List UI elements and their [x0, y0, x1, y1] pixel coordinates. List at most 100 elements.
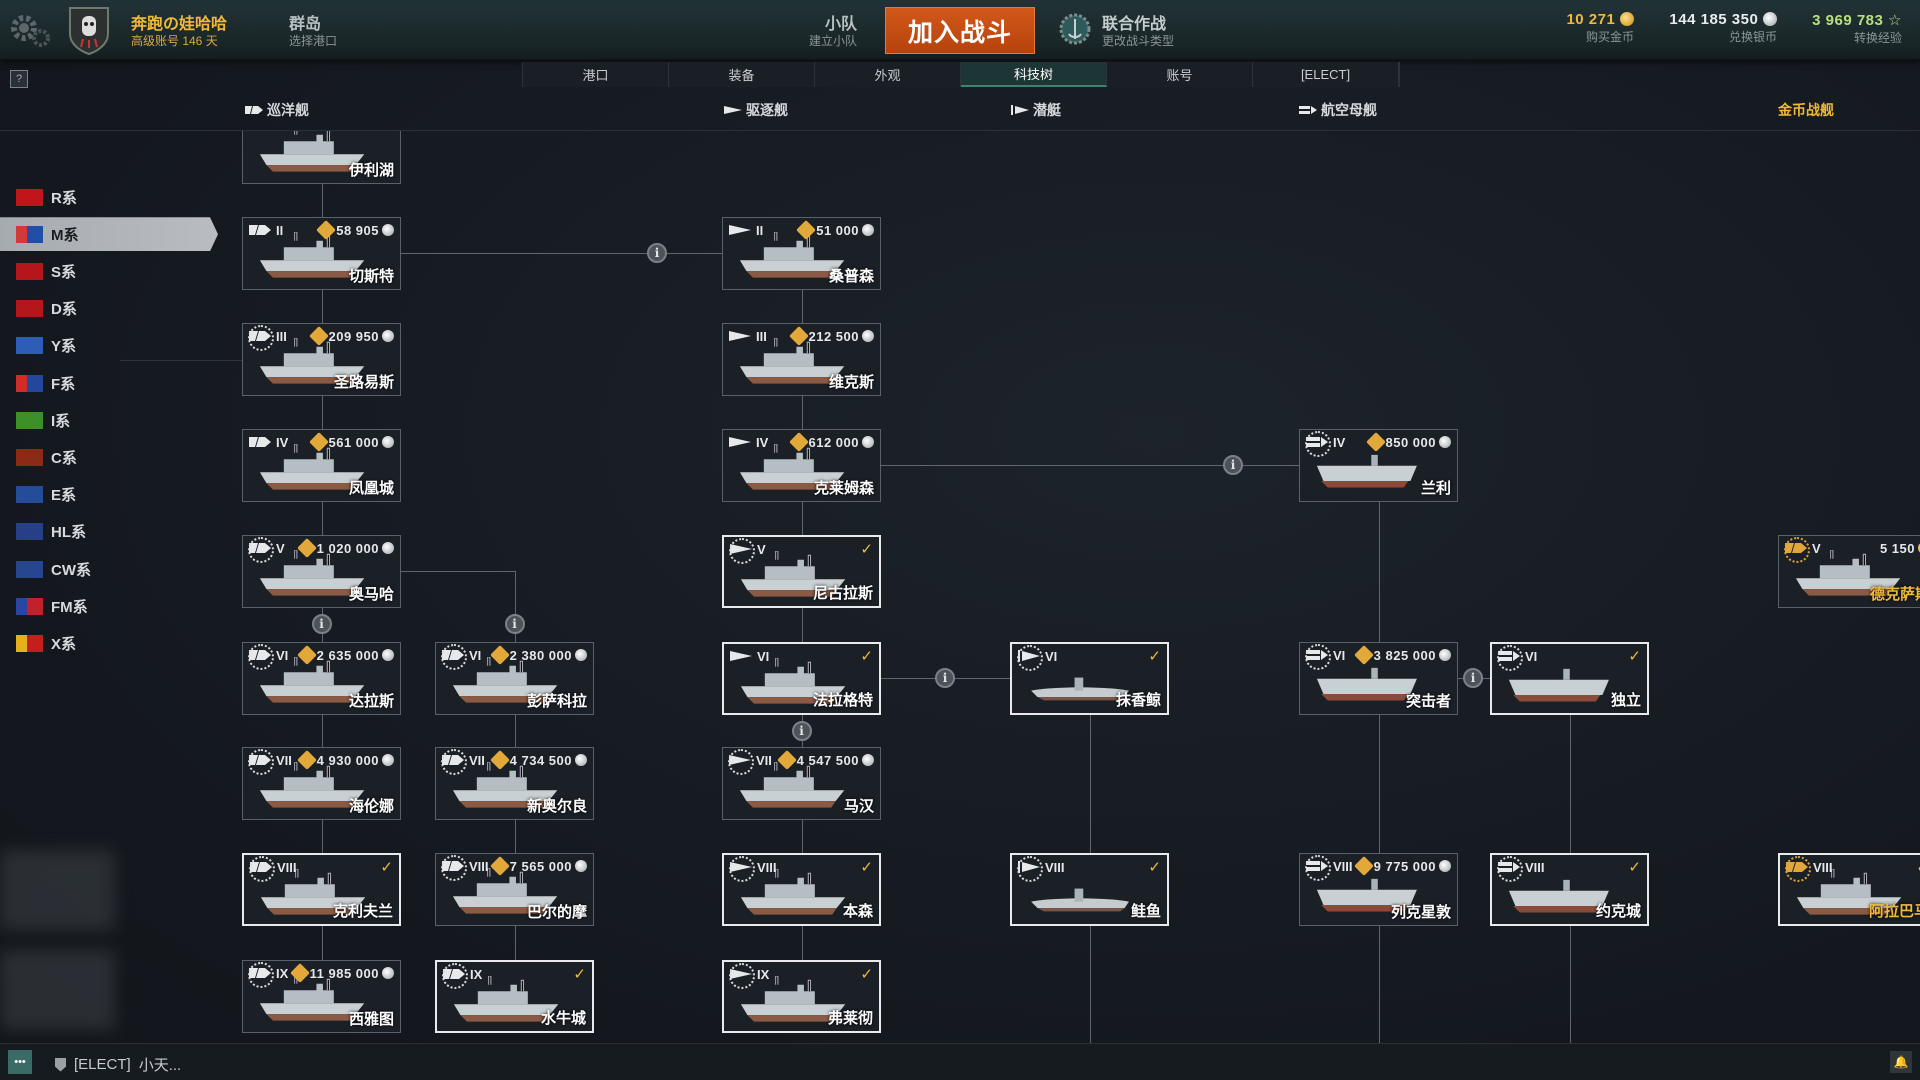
division-label[interactable]: 小队 — [824, 16, 857, 33]
nation-item[interactable]: S系 — [0, 254, 218, 288]
chat-icon[interactable]: ••• — [8, 1050, 32, 1074]
ship-card[interactable]: VIII✓鲑鱼 — [1010, 853, 1169, 926]
ship-card[interactable]: V✓尼古拉斯 — [722, 535, 881, 608]
chat-preview[interactable]: [ELECT] 小天... — [55, 1054, 181, 1075]
settings-gear-icon[interactable] — [10, 14, 52, 53]
ship-card[interactable]: V5 150德克萨斯 — [1778, 535, 1920, 608]
connector-line — [401, 253, 722, 254]
port-select-label[interactable]: 选择港口 — [289, 34, 338, 48]
nation-item[interactable]: C系 — [0, 440, 218, 474]
notification-bell-icon[interactable]: 🔔 — [1890, 1051, 1912, 1073]
class-label: 潜艇 — [1033, 102, 1061, 118]
gold-balance[interactable]: 10 271 购买金币 — [1566, 11, 1634, 45]
info-icon[interactable]: i — [504, 614, 525, 634]
nation-item[interactable]: D系 — [0, 292, 218, 326]
ship-name: 马汉 — [843, 798, 874, 815]
nation-item[interactable]: M系 — [0, 217, 218, 252]
nation-item[interactable]: X系 — [0, 626, 218, 660]
tab-port[interactable]: 港口 — [523, 62, 669, 87]
tab-clan[interactable]: [ELECT] — [1253, 62, 1399, 87]
ship-card[interactable]: IX✓弗莱彻 — [722, 960, 881, 1033]
tab-tech-tree[interactable]: 科技树 — [961, 62, 1107, 87]
tier-label: V — [1812, 540, 1821, 556]
nation-item[interactable]: I系 — [0, 403, 218, 437]
tab-profile[interactable]: 账号 — [1107, 62, 1253, 87]
class-header-premium[interactable]: 金币战舰 — [1778, 102, 1834, 118]
port-name[interactable]: 群岛 — [289, 16, 322, 33]
cruiser-ship-image — [251, 656, 371, 707]
create-division-label[interactable]: 建立小队 — [808, 34, 857, 48]
nation-item[interactable]: E系 — [0, 478, 218, 512]
ship-card[interactable]: VIII✓克利夫兰 — [242, 853, 401, 926]
class-header-destroyer[interactable]: 驱逐舰 — [724, 100, 788, 120]
class-header-cruiser[interactable]: 巡洋舰 — [245, 100, 309, 120]
ship-card[interactable]: VI✓法拉格特 — [722, 642, 881, 715]
researched-check-icon: ✓ — [1628, 648, 1641, 665]
nation-item[interactable]: R系 — [0, 180, 218, 214]
ship-card[interactable]: VI✓抹香鲸 — [1010, 642, 1169, 715]
nation-item[interactable]: Y系 — [0, 329, 218, 363]
cruiser-class-icon — [440, 855, 467, 881]
carrier-ship-image — [1308, 657, 1428, 707]
battle-button[interactable]: 加入战斗 — [885, 7, 1035, 54]
class-header-submarine[interactable]: 潜艇 — [1011, 100, 1061, 120]
info-icon[interactable]: i — [791, 721, 812, 741]
ship-card[interactable]: VIII✓约克城 — [1490, 853, 1649, 926]
info-icon[interactable]: i — [1223, 455, 1243, 475]
class-header-carrier[interactable]: 航空母舰 — [1299, 100, 1377, 120]
ship-card[interactable]: VIII✓阿拉巴马 — [1778, 853, 1920, 926]
help-button[interactable]: ? — [10, 70, 28, 88]
battle-mode-label[interactable]: 联合作战 — [1102, 16, 1167, 33]
silver-balance[interactable]: 144 185 350 兑换银币 — [1669, 11, 1777, 45]
ship-card[interactable]: IX✓水牛城 — [435, 960, 594, 1033]
info-icon[interactable]: i — [935, 668, 955, 688]
ship-name: 维克斯 — [828, 374, 874, 391]
player-name[interactable]: 奔跑の娃哈哈 — [131, 16, 228, 33]
nation-label: X系 — [51, 635, 77, 653]
card-header: VIII✓ — [728, 856, 873, 882]
info-icon[interactable]: i — [1463, 668, 1483, 688]
nation-label: M系 — [51, 226, 79, 244]
silver-coin-icon — [575, 860, 587, 872]
nation-item[interactable]: CW系 — [0, 552, 218, 586]
battle-mode-sub[interactable]: 更改战斗类型 — [1102, 34, 1175, 48]
ship-card[interactable]: VI✓独立 — [1490, 642, 1649, 715]
battle-mode-icon[interactable] — [1058, 12, 1092, 51]
info-icon[interactable]: i — [311, 614, 332, 634]
cruiser-class-icon — [440, 644, 467, 670]
free-xp-balance[interactable]: 3 969 783 ☆ 转换经验 — [1812, 11, 1902, 46]
info-icon[interactable]: i — [647, 243, 667, 263]
premium-class-icon — [1783, 537, 1810, 563]
clan-emblem-icon[interactable] — [67, 5, 111, 60]
silver-coin-icon — [862, 330, 874, 342]
nation-item[interactable]: FM系 — [0, 589, 218, 623]
tier-label: VI — [276, 647, 289, 663]
ship-card[interactable]: VIII✓本森 — [722, 853, 881, 926]
ship-card[interactable]: 伊利湖 — [242, 131, 401, 184]
tab-exterior[interactable]: 外观 — [815, 62, 961, 87]
tab-equipment[interactable]: 装备 — [669, 62, 815, 87]
price-value: 4 547 500 — [796, 752, 859, 768]
price-value: 4 930 000 — [316, 752, 379, 768]
nation-flag-icon — [16, 634, 43, 652]
nation-item[interactable]: F系 — [0, 366, 218, 400]
ship-name: 西雅图 — [348, 1011, 394, 1028]
nation-item[interactable]: HL系 — [0, 515, 218, 549]
